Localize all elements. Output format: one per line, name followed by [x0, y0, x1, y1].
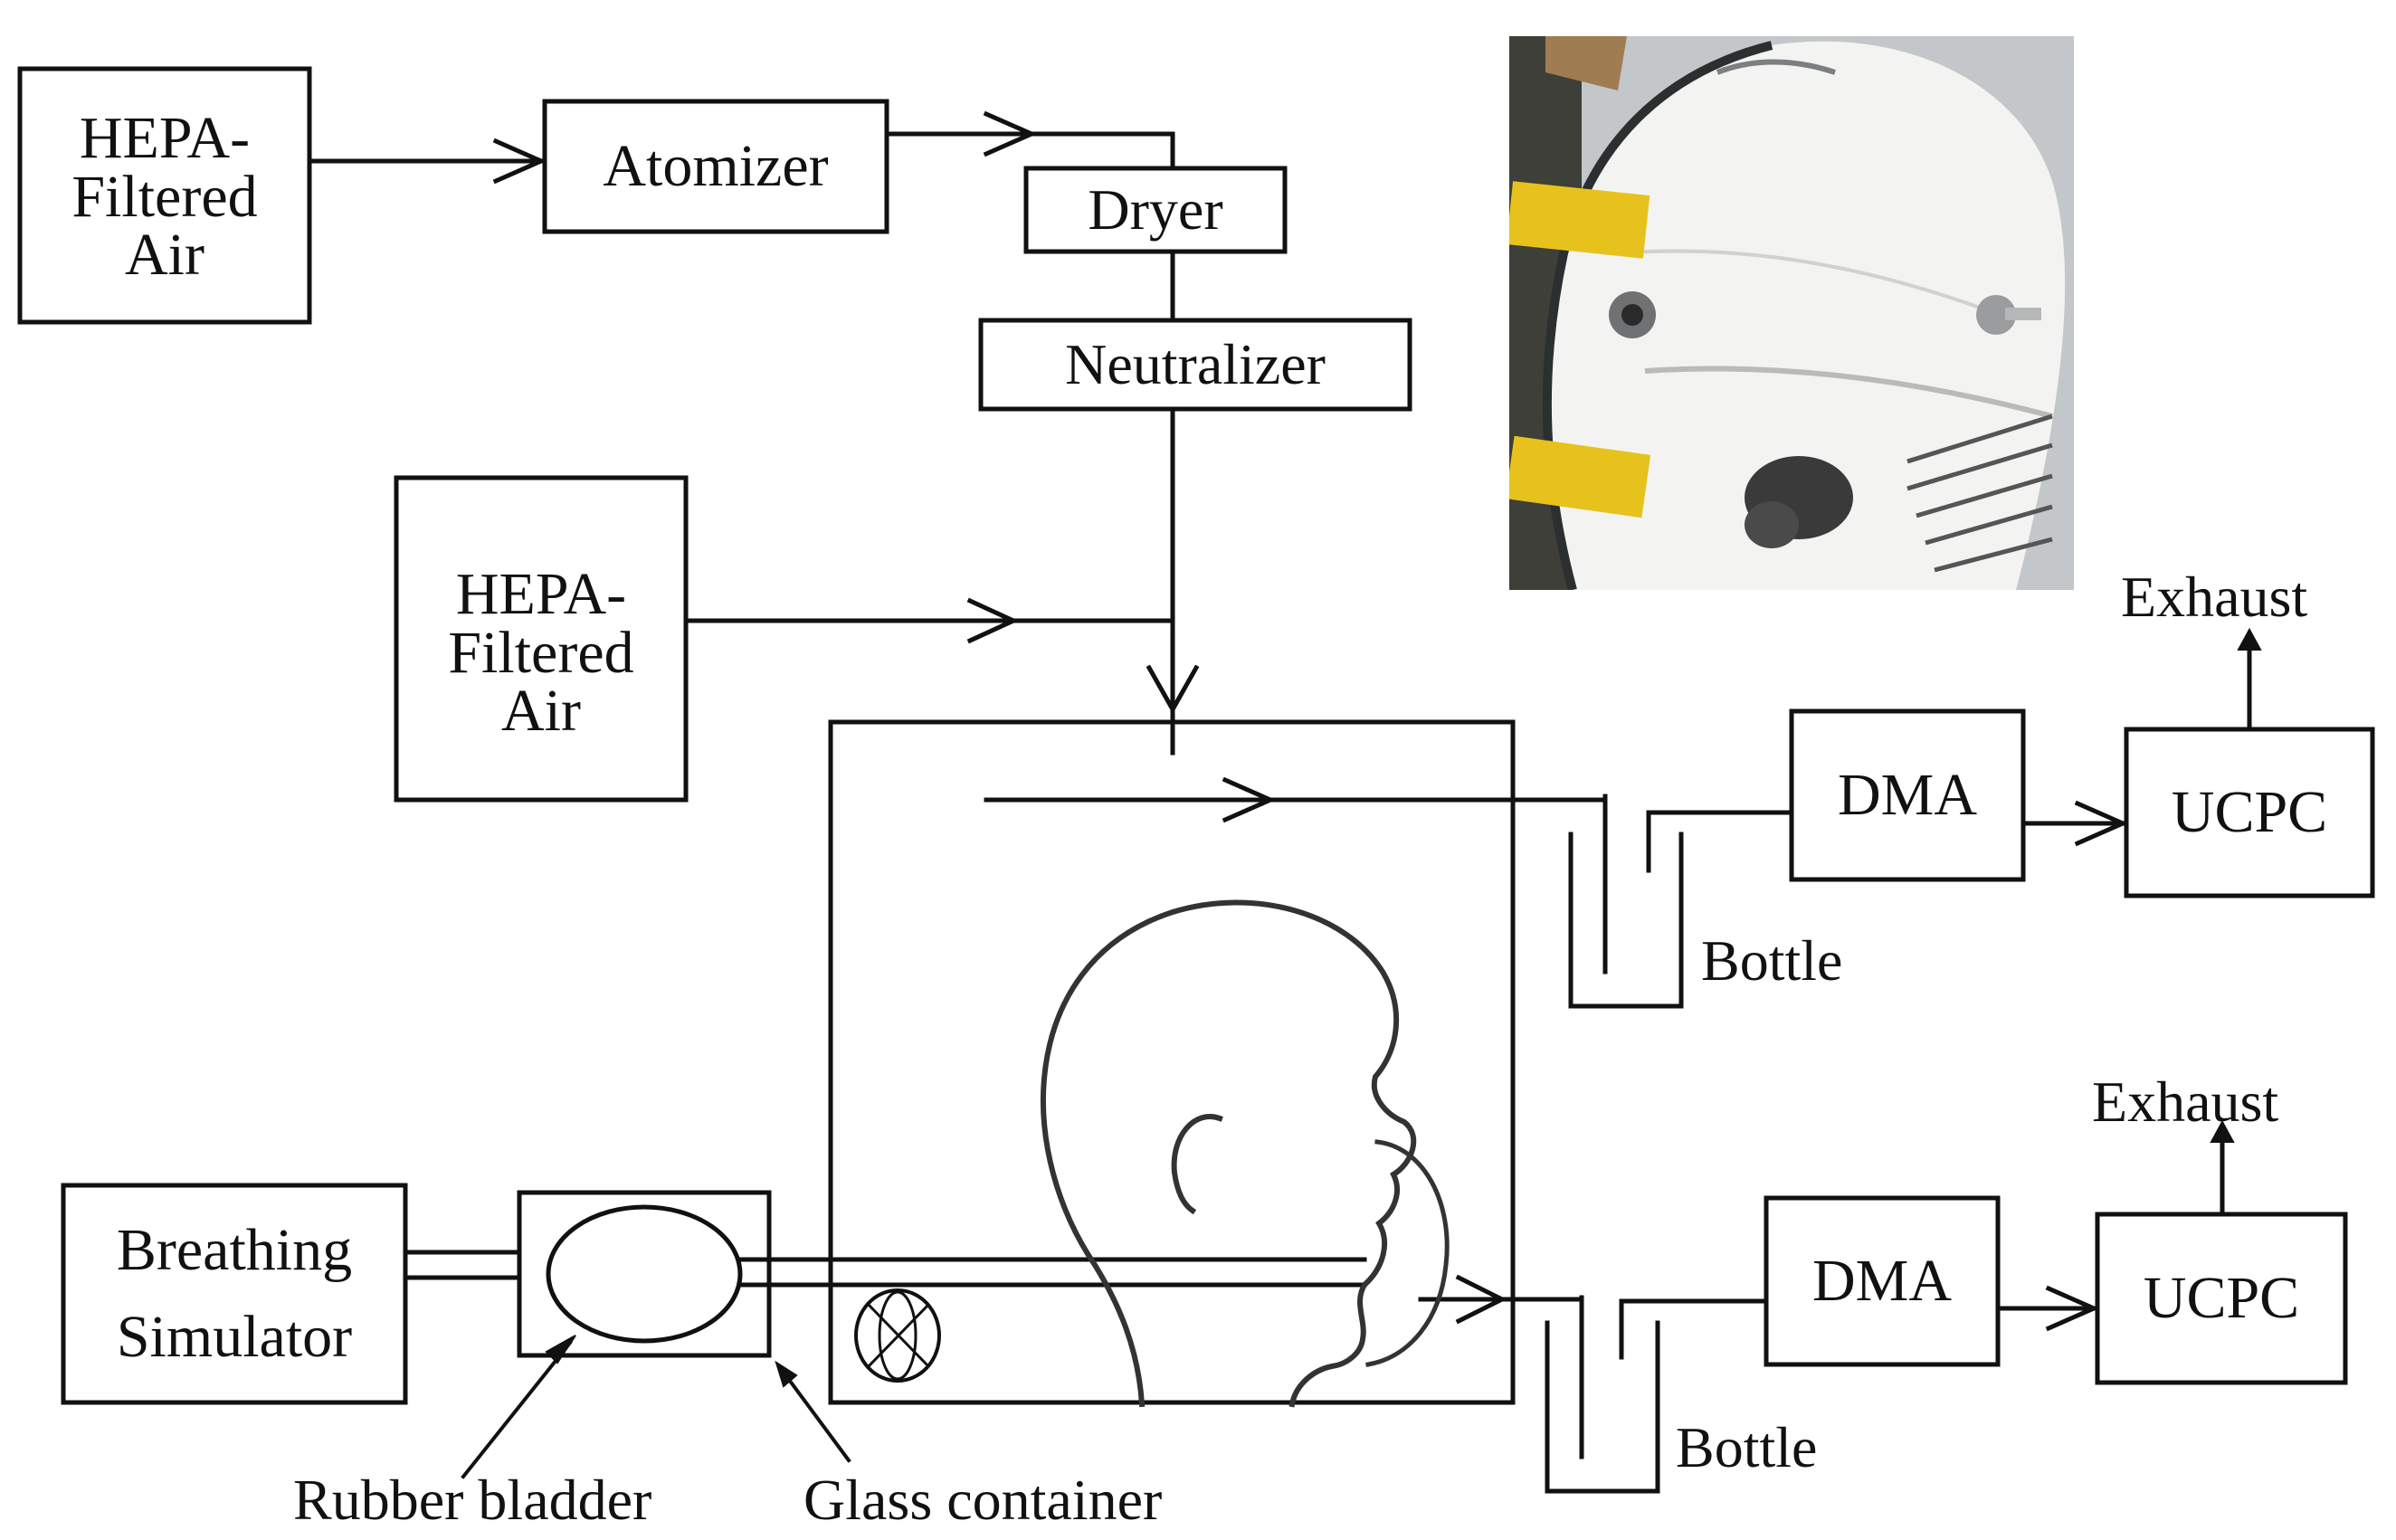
respirator-photo — [1509, 36, 2074, 590]
glass-container-label: Glass container — [803, 1468, 1163, 1532]
lower-ucpc-label: UCPC — [2143, 1264, 2300, 1331]
top-hepa-label: HEPA- Filtered Air — [20, 76, 309, 318]
lower-exhaust-label: Exhaust — [2092, 1069, 2279, 1134]
breathing-simulator-label: Breathing Simulator — [63, 1193, 405, 1395]
glass-container-box — [517, 1190, 772, 1358]
mid-hepa-label: HEPA- Filtered Air — [396, 552, 686, 755]
upper-ucpc-label: UCPC — [2171, 778, 2328, 845]
mid-hepa-line-3: Air — [501, 678, 581, 745]
top-hepa-box — [17, 66, 312, 325]
neutralizer-box — [978, 318, 1412, 412]
mid-hepa-box — [394, 475, 689, 803]
rubber-bladder-pointer — [461, 1340, 573, 1479]
arrowhead-mid-hepa — [966, 597, 1020, 644]
upper-bottle — [1568, 832, 1684, 1009]
dryer-label: Dryer — [1088, 176, 1223, 242]
arrowhead-mask-sample — [1455, 1274, 1507, 1325]
breathing-simulator-line-1: Breathing — [116, 1217, 353, 1284]
top-hepa-line-2: Filtered — [71, 163, 258, 230]
respirator-on-manikin — [1365, 1139, 1450, 1367]
arrowhead-lower-exhaust — [2210, 1119, 2235, 1143]
neutralizer-label: Neutralizer — [1065, 331, 1326, 396]
mask-sample-line — [1418, 1297, 1584, 1311]
breathing-simulator-box — [61, 1183, 408, 1405]
manikin-head-outline — [1040, 899, 1417, 1408]
arrowhead-chamber-inlet — [1146, 664, 1200, 715]
fan-blade-a — [878, 1290, 918, 1381]
exposure-chamber-box — [828, 719, 1516, 1405]
upper-exhaust-label: Exhaust — [2121, 565, 2308, 629]
rubber-bladder — [546, 1204, 743, 1344]
fan-icon — [854, 1288, 941, 1383]
lower-dma-box — [1764, 1195, 2001, 1367]
mid-hepa-line-1: HEPA- — [455, 560, 627, 627]
atomizer-to-dryer-line — [884, 131, 1175, 171]
mid-hepa-line-2: Filtered — [448, 619, 634, 686]
top-hepa-line-1: HEPA- — [79, 104, 251, 171]
breathing-simulator-line-2: Simulator — [116, 1304, 353, 1370]
upper-dma-box — [1789, 708, 2026, 882]
arrowhead-hepa-atomizer — [492, 138, 547, 185]
respirator-photo-drawing — [1509, 36, 2074, 590]
rubber-bladder-label: Rubber bladder — [293, 1468, 652, 1532]
chamber-sample-line — [984, 797, 1608, 817]
upper-dma-label: DMA — [1837, 761, 1977, 828]
atomizer-box — [542, 99, 889, 234]
lower-bottle-label: Bottle — [1676, 1415, 1818, 1479]
arrowhead-chamber-sample — [1222, 776, 1277, 823]
lower-dma-label: DMA — [1811, 1247, 1952, 1314]
top-hepa-line-3: Air — [125, 222, 204, 289]
manikin-ear — [1171, 1114, 1223, 1215]
arrowhead-atomizer-dryer — [983, 110, 1038, 157]
glass-container-pointer — [779, 1367, 851, 1463]
arrowhead-rubber-bladder — [545, 1335, 576, 1364]
fan-blade-b — [866, 1302, 931, 1369]
atomizer-label: Atomizer — [603, 132, 829, 199]
lower-bottle — [1545, 1320, 1660, 1494]
arrowhead-glass-container — [775, 1360, 798, 1388]
arrowhead-lower-ucpc — [2045, 1285, 2100, 1332]
upper-bottle-label: Bottle — [1701, 928, 1843, 993]
arrowhead-upper-exhaust — [2237, 627, 2262, 651]
arrowhead-upper-ucpc — [2074, 800, 2129, 847]
dryer-box — [1023, 166, 1288, 254]
